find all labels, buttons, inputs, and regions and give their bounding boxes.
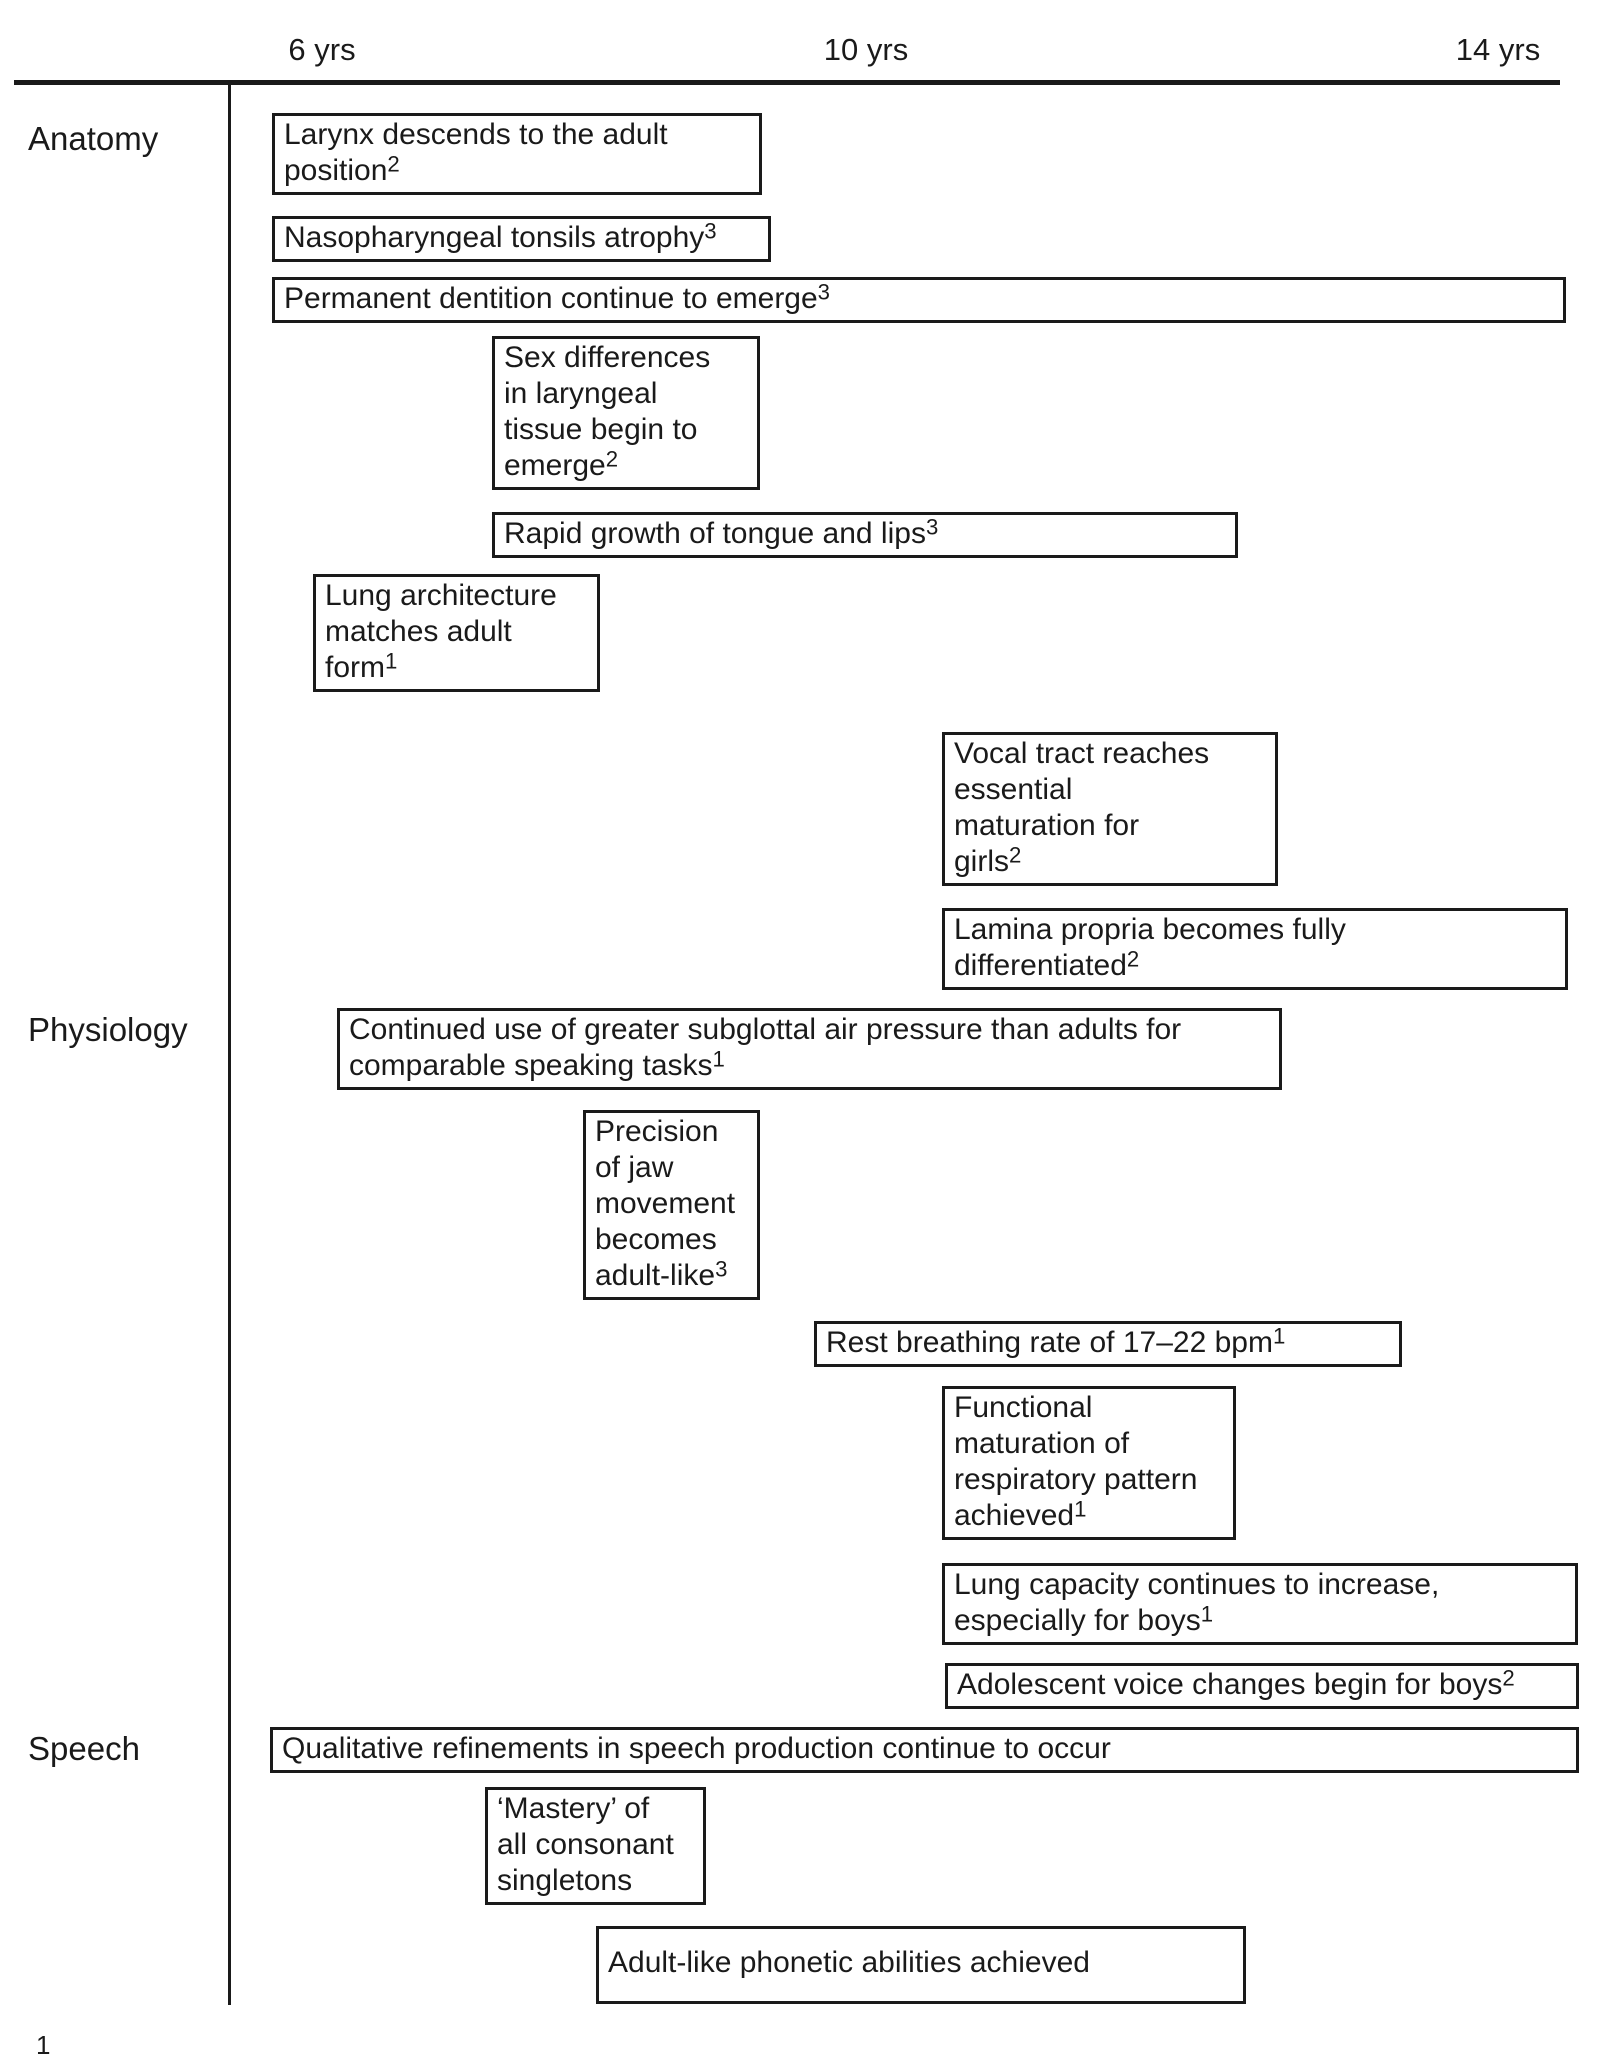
axis-tick-6yrs: 6 yrs — [288, 32, 356, 67]
event-text: Lung architecture matches adult form — [325, 579, 557, 684]
section-label-physiology: Physiology — [28, 1011, 188, 1048]
event-box-lamina-propria: Lamina propria becomes fully differentia… — [942, 908, 1568, 990]
reference-superscript: 2 — [387, 151, 400, 177]
axis-line — [14, 80, 1560, 85]
reference-superscript: 1 — [1272, 1323, 1286, 1349]
event-box-vocal-tract-maturation-girls: Vocal tract reaches essential maturation… — [942, 732, 1278, 886]
event-text: Adolescent voice changes begin for boys — [957, 1668, 1503, 1701]
event-text: Permanent dentition continue to emerge — [284, 282, 818, 315]
event-text: Qualitative refinements in speech produc… — [282, 1732, 1111, 1765]
reference-superscript: 2 — [605, 446, 619, 472]
event-box-subglottal-air-pressure: Continued use of greater subglottal air … — [337, 1008, 1282, 1090]
event-text: Lung capacity continues to increase, esp… — [954, 1568, 1440, 1637]
footnote-marker: 1 — [36, 2030, 51, 2058]
event-box-lung-architecture: Lung architecture matches adult form1 — [313, 574, 600, 692]
event-text: Functional maturation of respiratory pat… — [954, 1391, 1198, 1532]
event-box-qualitative-refinements: Qualitative refinements in speech produc… — [270, 1727, 1579, 1773]
event-text: Nasopharyngeal tonsils atrophy — [284, 221, 705, 254]
event-box-rest-breathing-rate: Rest breathing rate of 17–22 bpm1 — [814, 1321, 1402, 1367]
event-box-mastery-consonant-singletons: ‘Mastery’ of all consonant singletons — [485, 1787, 706, 1905]
event-text: ‘Mastery’ of all consonant singletons — [497, 1792, 674, 1897]
event-text: Precision of jaw movement becomes adult-… — [595, 1115, 736, 1292]
event-text: Larynx descends to the adult position — [284, 118, 668, 187]
event-text: Vocal tract reaches essential maturation… — [954, 737, 1210, 878]
reference-superscript: 3 — [715, 1256, 728, 1282]
event-box-lung-capacity-increase: Lung capacity continues to increase, esp… — [942, 1563, 1578, 1645]
section-label-speech: Speech — [28, 1730, 140, 1767]
reference-superscript: 1 — [1200, 1601, 1214, 1627]
event-box-adult-like-phonetic: Adult-like phonetic abilities achieved — [596, 1926, 1246, 2004]
event-text: Continued use of greater subglottal air … — [349, 1013, 1182, 1082]
event-text: Sex differences in laryngeal tissue begi… — [504, 341, 711, 482]
reference-superscript: 1 — [1074, 1496, 1087, 1522]
reference-superscript: 3 — [817, 279, 831, 305]
reference-superscript: 2 — [1009, 842, 1022, 868]
reference-superscript: 2 — [1502, 1665, 1515, 1691]
reference-superscript: 3 — [925, 514, 939, 540]
event-text: Rest breathing rate of 17–22 bpm — [826, 1326, 1273, 1359]
event-box-sex-differences-laryngeal: Sex differences in laryngeal tissue begi… — [492, 336, 760, 490]
event-box-tonsils-atrophy: Nasopharyngeal tonsils atrophy3 — [272, 216, 771, 262]
event-box-jaw-movement-precision: Precision of jaw movement becomes adult-… — [583, 1110, 760, 1300]
event-box-respiratory-pattern-maturation: Functional maturation of respiratory pat… — [942, 1386, 1236, 1540]
event-text: Adult-like phonetic abilities achieved — [608, 1946, 1090, 1979]
axis-tick-10yrs: 10 yrs — [823, 32, 909, 67]
category-divider-line — [228, 85, 231, 2005]
event-box-adolescent-voice-changes: Adolescent voice changes begin for boys2 — [945, 1663, 1579, 1709]
event-text: Lamina propria becomes fully differentia… — [954, 913, 1346, 982]
reference-superscript: 1 — [385, 648, 398, 674]
section-label-anatomy: Anatomy — [28, 120, 159, 157]
reference-superscript: 2 — [1126, 946, 1140, 972]
event-box-larynx-descends: Larynx descends to the adult position2 — [272, 113, 762, 195]
event-box-rapid-growth-tongue-lips: Rapid growth of tongue and lips3 — [492, 512, 1238, 558]
reference-superscript: 3 — [704, 218, 717, 244]
axis-tick-14yrs: 14 yrs — [1455, 32, 1541, 67]
reference-superscript: 1 — [712, 1046, 725, 1072]
event-text: Rapid growth of tongue and lips — [504, 517, 926, 550]
event-box-permanent-dentition: Permanent dentition continue to emerge3 — [272, 277, 1566, 323]
